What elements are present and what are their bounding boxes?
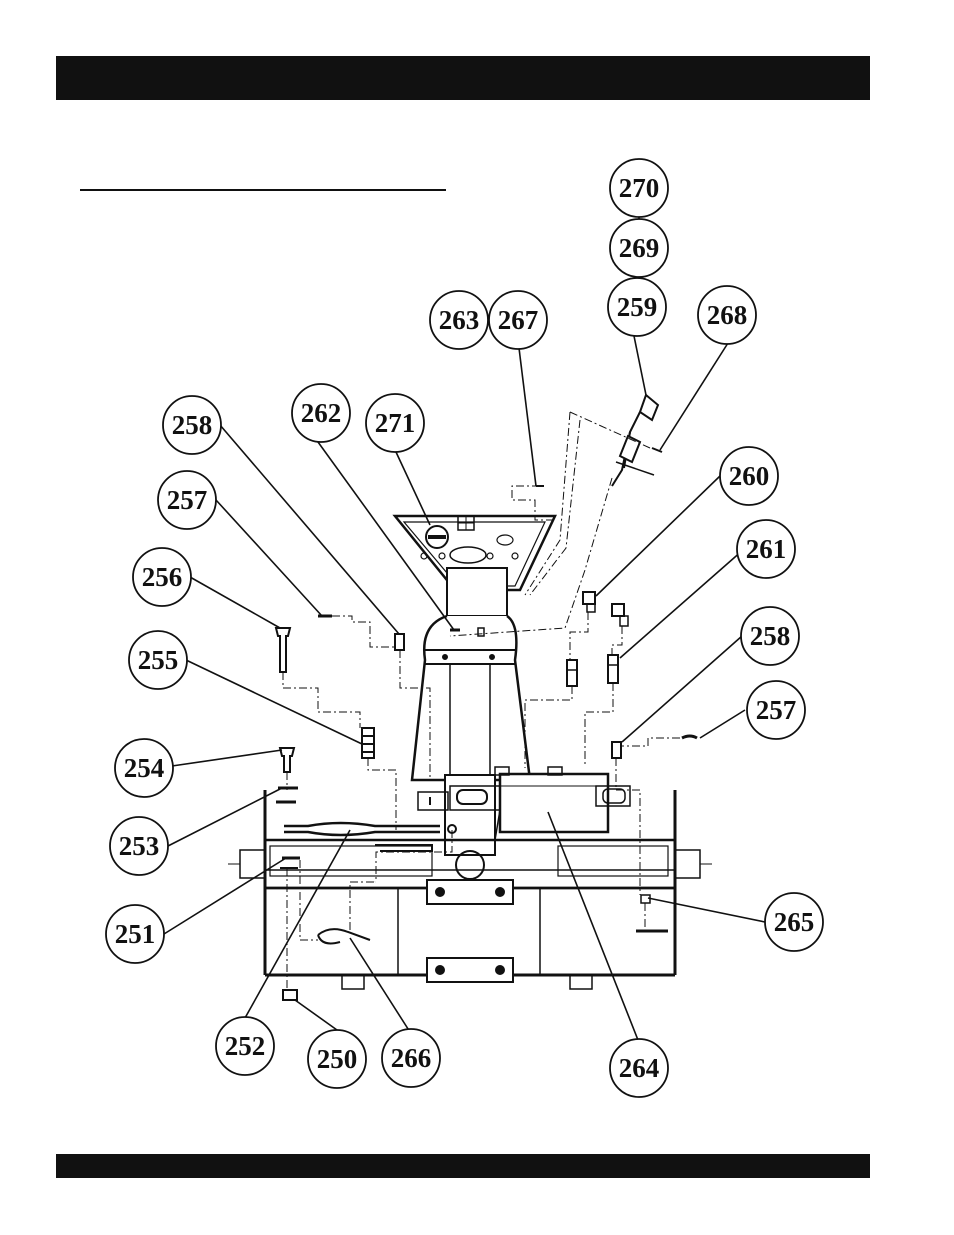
svg-text:265: 265 <box>774 907 815 937</box>
callout-262: 262 <box>292 384 350 442</box>
callout-263: 263 <box>430 291 488 349</box>
svg-text:264: 264 <box>619 1053 660 1083</box>
callout-268: 268 <box>698 286 756 344</box>
svg-text:256: 256 <box>142 562 183 592</box>
svg-text:261: 261 <box>746 534 787 564</box>
callout-261: 261 <box>737 520 795 578</box>
callout-252: 252 <box>216 1017 274 1075</box>
svg-text:250: 250 <box>317 1044 358 1074</box>
callout-257-top: 257 <box>158 471 216 529</box>
callout-271: 271 <box>366 394 424 452</box>
callout-259: 259 <box>608 278 666 336</box>
svg-text:262: 262 <box>301 398 342 428</box>
callout-265: 265 <box>765 893 823 951</box>
callout-258-top: 258 <box>163 396 221 454</box>
callout-254: 254 <box>115 739 173 797</box>
callout-264: 264 <box>610 1039 668 1097</box>
drive-assembly <box>418 767 630 879</box>
svg-text:258: 258 <box>172 410 213 440</box>
svg-text:259: 259 <box>617 292 658 322</box>
callout-257-right: 257 <box>747 681 805 739</box>
callout-269: 269 <box>610 219 668 277</box>
svg-text:263: 263 <box>439 305 480 335</box>
footer-bar <box>56 1154 870 1178</box>
callout-253: 253 <box>110 817 168 875</box>
callout-267: 267 <box>489 291 547 349</box>
svg-text:266: 266 <box>391 1043 432 1073</box>
svg-text:255: 255 <box>138 645 179 675</box>
machine-drawing <box>228 395 712 1000</box>
svg-text:251: 251 <box>115 919 156 949</box>
callout-258-right: 258 <box>741 607 799 665</box>
svg-text:254: 254 <box>124 753 165 783</box>
svg-text:269: 269 <box>619 233 660 263</box>
svg-text:253: 253 <box>119 831 160 861</box>
callout-250: 250 <box>308 1030 366 1088</box>
svg-text:260: 260 <box>729 461 770 491</box>
callout-255: 255 <box>129 631 187 689</box>
svg-text:267: 267 <box>498 305 539 335</box>
callout-270: 270 <box>610 159 668 217</box>
callout-260: 260 <box>720 447 778 505</box>
svg-text:257: 257 <box>756 695 797 725</box>
svg-text:252: 252 <box>225 1031 266 1061</box>
svg-text:270: 270 <box>619 173 660 203</box>
svg-text:258: 258 <box>750 621 791 651</box>
svg-text:271: 271 <box>375 408 416 438</box>
callout-266: 266 <box>382 1029 440 1087</box>
svg-text:268: 268 <box>707 300 748 330</box>
callout-256: 256 <box>133 548 191 606</box>
callout-251: 251 <box>106 905 164 963</box>
svg-text:257: 257 <box>167 485 208 515</box>
